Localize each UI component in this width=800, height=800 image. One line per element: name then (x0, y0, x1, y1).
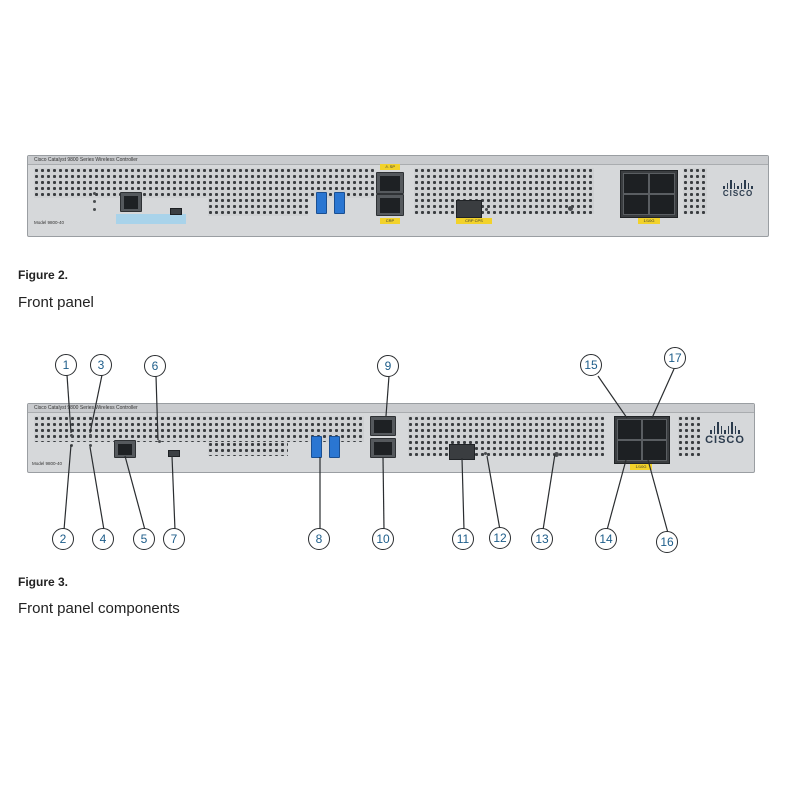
reset-pinhole[interactable] (158, 440, 161, 443)
sfp-plus-port-0[interactable] (623, 173, 649, 194)
console-port[interactable] (120, 192, 142, 212)
sfp-plus-port-2[interactable] (623, 194, 649, 215)
callout-10: 10 (372, 528, 394, 550)
sfp-plus-port-3[interactable] (642, 440, 667, 461)
callout-12: 12 (489, 527, 511, 549)
front-panel-figure3: Cisco Catalyst 9800 Series Wireless Cont… (27, 403, 755, 473)
sfp-plus-port-1[interactable] (642, 419, 667, 440)
cisco-logo: CISCO (702, 422, 748, 446)
status-led (89, 444, 92, 447)
service-port[interactable] (370, 416, 396, 436)
panel-top-edge (28, 404, 754, 413)
leader-line-4 (89, 446, 105, 531)
callout-3: 3 (90, 354, 112, 376)
sfp-plus-cage (620, 170, 678, 218)
brand-name: CISCO (705, 434, 745, 446)
callout-6: 6 (144, 355, 166, 377)
port-tag-sfp: CRP CPS (456, 218, 492, 224)
sfp-led (484, 452, 487, 455)
vent-grille-left (34, 416, 364, 442)
sfp-plus-port-2[interactable] (617, 440, 642, 461)
product-name: Cisco Catalyst 9800 Series Wireless Cont… (34, 157, 138, 163)
console-label-strip (116, 214, 186, 224)
callout-14: 14 (595, 528, 617, 550)
rp-port[interactable] (370, 438, 396, 458)
product-name: Cisco Catalyst 9800 Series Wireless Cont… (34, 405, 138, 411)
port-tag-rp: CRP (380, 218, 400, 224)
leader-line-7 (171, 455, 176, 531)
leader-line-12 (486, 455, 501, 531)
status-led (70, 434, 73, 437)
sfp-plus-port-3[interactable] (649, 194, 675, 215)
leader-line-3 (89, 374, 103, 434)
reset-button[interactable] (554, 452, 559, 457)
usb-port-0[interactable] (311, 436, 322, 458)
vent-grille-left-lower (208, 198, 308, 216)
port-tag-10g: 1/10G (630, 464, 652, 470)
cisco-logo-bars (702, 422, 748, 434)
callout-4: 4 (92, 528, 114, 550)
callout-2: 2 (52, 528, 74, 550)
sfp-led (485, 208, 488, 211)
sfp-plus-cage (614, 416, 670, 464)
leader-line-9 (385, 375, 390, 417)
mini-usb-port[interactable] (170, 208, 182, 215)
callout-1: 1 (55, 354, 77, 376)
usb-port-1[interactable] (334, 192, 345, 214)
vent-grille-center (408, 416, 604, 456)
status-led (93, 208, 96, 211)
leader-line-13 (542, 453, 556, 531)
sfp-plus-port-0[interactable] (617, 419, 642, 440)
port-tag-sp: ⚠ SP (380, 164, 400, 170)
vent-grille-right (678, 416, 700, 456)
callout-11: 11 (452, 528, 474, 550)
cisco-logo: CISCO (718, 180, 758, 198)
port-tag-10g: 1/10G (638, 218, 660, 224)
callout-9: 9 (377, 355, 399, 377)
leader-line-2 (63, 444, 72, 531)
usb-port-0[interactable] (316, 192, 327, 214)
brand-name: CISCO (722, 189, 754, 198)
callout-7: 7 (163, 528, 185, 550)
model-number: Model 9800-40 (32, 461, 63, 466)
leader-line-1 (66, 374, 72, 434)
callout-8: 8 (308, 528, 330, 550)
figure-2-caption: Front panel (18, 294, 94, 311)
leader-line-16 (647, 459, 669, 534)
status-led (89, 434, 92, 437)
leader-line-14 (606, 459, 627, 531)
leader-line-5 (124, 455, 146, 531)
figure-2-label: Figure 2. (18, 268, 69, 282)
sfp-plus-port-1[interactable] (649, 173, 675, 194)
usb-port-1[interactable] (329, 436, 340, 458)
figure-3-label: Figure 3. (18, 575, 69, 589)
status-led (93, 200, 96, 203)
callout-17: 17 (664, 347, 686, 369)
figure-3-caption: Front panel components (18, 600, 180, 617)
reset-button[interactable] (568, 206, 573, 211)
callout-5: 5 (133, 528, 155, 550)
vent-grille-left-lower (208, 442, 288, 456)
leader-line-10 (382, 456, 385, 531)
vent-grille-center (414, 168, 594, 214)
service-port[interactable] (376, 172, 404, 194)
cisco-logo-bars (718, 180, 758, 189)
leader-line-17 (651, 368, 675, 419)
leader-line-15 (597, 375, 628, 419)
callout-16: 16 (656, 531, 678, 553)
callout-13: 13 (531, 528, 553, 550)
status-led (93, 192, 96, 195)
rp-port[interactable] (376, 194, 404, 216)
leader-line-6 (155, 375, 159, 441)
front-panel-figure2: Cisco Catalyst 9800 Series Wireless Cont… (27, 155, 769, 237)
rp-sfp-port[interactable] (456, 200, 482, 218)
callout-15: 15 (580, 354, 602, 376)
model-number: Model 9800-40 (34, 220, 65, 225)
vent-grille-right (683, 168, 707, 214)
leader-line-11 (461, 457, 465, 531)
mini-usb-port[interactable] (168, 450, 180, 457)
